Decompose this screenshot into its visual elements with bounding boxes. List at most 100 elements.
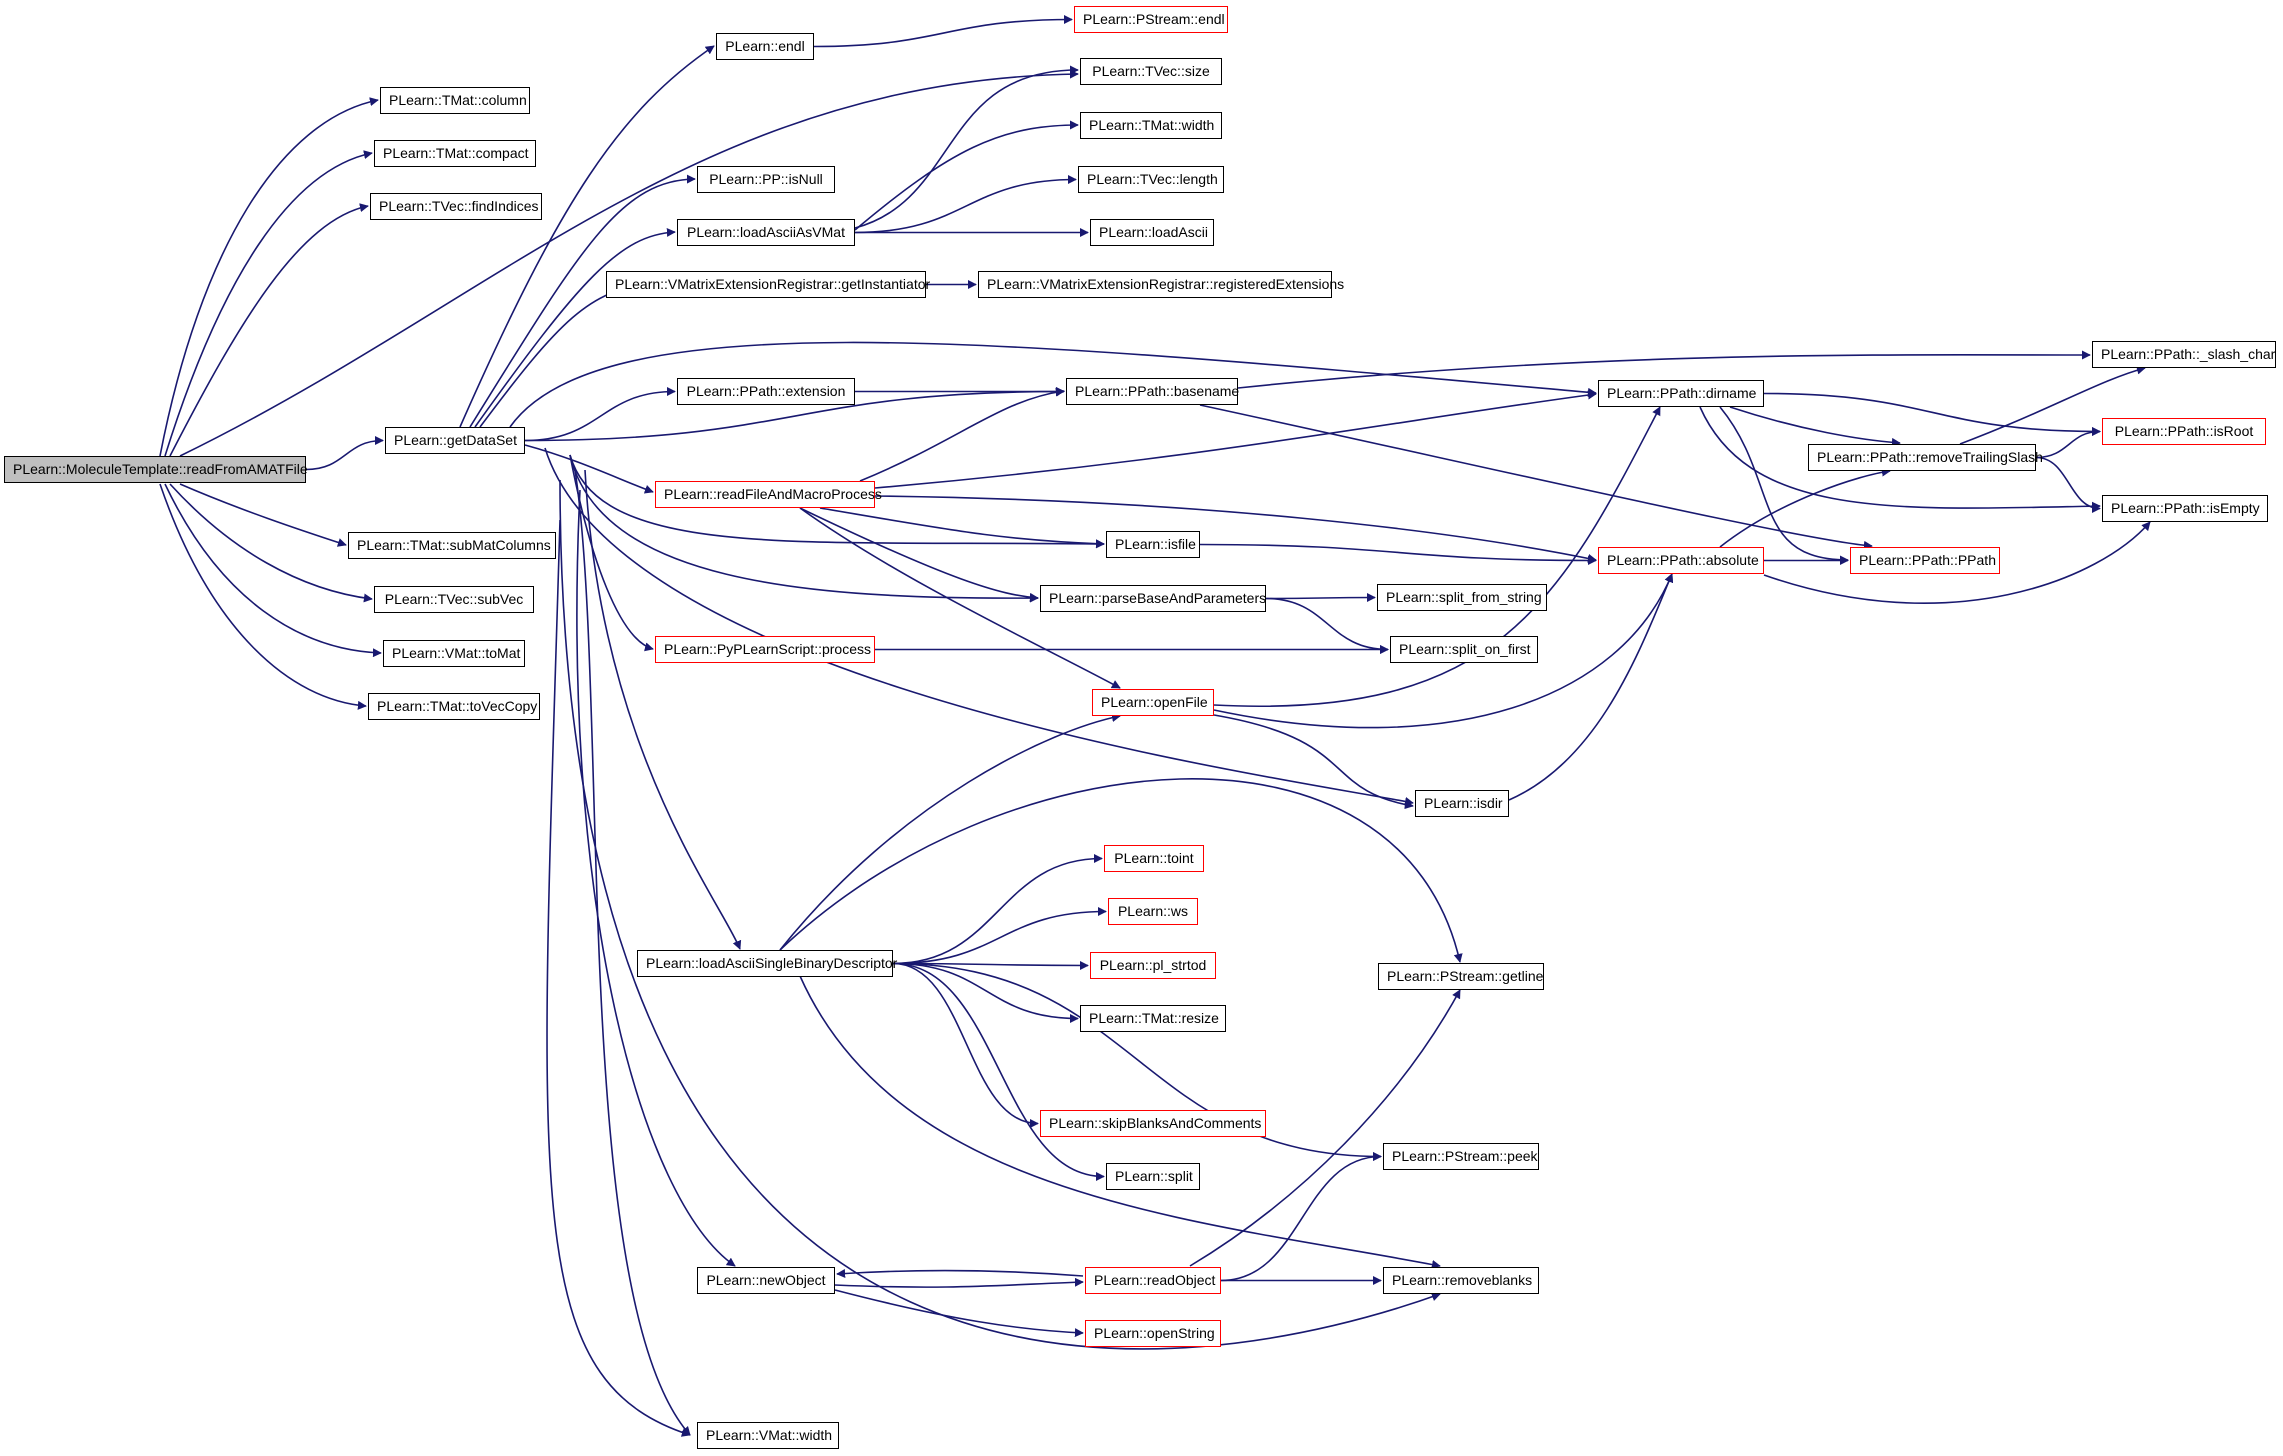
edge-readFileAndMacroProcess-to-ppath-absolute <box>874 495 1597 563</box>
edge-root-to-getDataSet <box>305 436 384 471</box>
edge-loadAsciiSingleBinaryDescriptor-to-split <box>892 962 1105 1181</box>
node-removeTrailingSlash[interactable]: PLearn::PPath::removeTrailingSlash <box>1808 444 2043 471</box>
edge-openFile-to-ppath-dirname <box>1213 406 1661 707</box>
node-slash-char[interactable]: PLearn::PPath::_slash_char <box>2092 341 2276 368</box>
edge-getDataSet-to-readFileAndMacroProcess <box>524 444 654 494</box>
node-skipBlanksAndComments[interactable]: PLearn::skipBlanksAndComments <box>1040 1110 1266 1137</box>
edge-ppath-dirname-to-ppath-PPath <box>1719 406 1849 565</box>
edge-loadAsciiSingleBinaryDescriptor-to-skipBlanksAndComments <box>892 962 1039 1128</box>
edge-loadAsciiSingleBinaryDescriptor-to-pstream-peek <box>892 962 1382 1161</box>
edge-getDataSet-to-isfile <box>569 454 1105 549</box>
edge-removeTrailingSlash-to-ppath-isRoot <box>2035 427 2101 459</box>
node-pyprocess[interactable]: PLearn::PyPLearnScript::process <box>655 636 875 663</box>
edge-ppath-dirname-to-ppath-isEmpty <box>1699 406 2101 511</box>
edge-readFileAndMacroProcess-to-ppath-dirname <box>874 390 1597 489</box>
node-ppath-extension[interactable]: PLearn::PPath::extension <box>677 378 855 405</box>
edge-newObject-to-readObject <box>834 1277 1084 1288</box>
edge-getDataSet-to-pp-isNull <box>469 174 696 428</box>
edge-ppath-basename-to-ppath-PPath <box>1199 404 1873 550</box>
node-vmat-width[interactable]: PLearn::VMat::width <box>697 1422 839 1449</box>
node-tvec-findIndices[interactable]: PLearn::TVec::findIndices <box>370 193 542 220</box>
node-openString[interactable]: PLearn::openString <box>1085 1320 1221 1347</box>
node-parseBaseAndParameters[interactable]: PLearn::parseBaseAndParameters <box>1040 585 1266 612</box>
edge-root-to-vmat-toMat <box>164 483 382 658</box>
node-registeredExtensions[interactable]: PLearn::VMatrixExtensionRegistrar::regis… <box>978 271 1344 298</box>
edge-root-to-tmat-column <box>159 97 379 457</box>
node-ppath-basename[interactable]: PLearn::PPath::basename <box>1066 378 1239 405</box>
node-ppath-absolute[interactable]: PLearn::PPath::absolute <box>1598 547 1764 574</box>
node-pp-isNull[interactable]: PLearn::PP::isNull <box>697 166 835 193</box>
node-tmat-toVecCopy[interactable]: PLearn::TMat::toVecCopy <box>368 693 540 720</box>
node-tmat-compact[interactable]: PLearn::TMat::compact <box>374 140 536 167</box>
node-pl-strtod[interactable]: PLearn::pl_strtod <box>1090 952 1216 979</box>
node-tvec-subVec[interactable]: PLearn::TVec::subVec <box>374 586 534 613</box>
edge-readFileAndMacroProcess-to-isfile <box>819 507 1105 549</box>
node-readObject[interactable]: PLearn::readObject <box>1085 1267 1221 1294</box>
edge-isdir-to-ppath-absolute <box>1508 573 1674 801</box>
node-removeblanks[interactable]: PLearn::removeblanks <box>1383 1267 1539 1294</box>
edge-getDataSet-to-removeblanks <box>559 479 1441 1350</box>
node-getDataSet[interactable]: PLearn::getDataSet <box>385 427 525 454</box>
edge-isfile-to-ppath-absolute <box>1199 543 1597 565</box>
node-pstream-getline[interactable]: PLearn::PStream::getline <box>1378 963 1544 990</box>
edge-getDataSet-to-newObject <box>576 489 736 1267</box>
node-tmat-width[interactable]: PLearn::TMat::width <box>1080 112 1222 139</box>
node-tvec-size[interactable]: PLearn::TVec::size <box>1080 58 1222 85</box>
node-loadAscii[interactable]: PLearn::loadAscii <box>1090 219 1214 246</box>
edge-readFileAndMacroProcess-to-openFile <box>799 507 1121 689</box>
node-ws[interactable]: PLearn::ws <box>1108 898 1198 925</box>
edge-removeTrailingSlash-to-ppath-isEmpty <box>2035 456 2101 513</box>
node-split-on-first[interactable]: PLearn::split_on_first <box>1390 636 1538 663</box>
edge-readFileAndMacroProcess-to-parseBaseAndParameters <box>799 507 1039 602</box>
node-split[interactable]: PLearn::split <box>1106 1163 1200 1190</box>
node-ppath-isEmpty[interactable]: PLearn::PPath::isEmpty <box>2102 495 2268 522</box>
edge-getDataSet-to-endl <box>459 45 715 428</box>
node-toint[interactable]: PLearn::toint <box>1104 845 1204 872</box>
node-endl[interactable]: PLearn::endl <box>716 33 814 60</box>
edge-readObject-to-newObject <box>836 1268 1084 1278</box>
node-loadAsciiSingleBinaryDescriptor[interactable]: PLearn::loadAsciiSingleBinaryDescriptor <box>637 950 897 977</box>
call-edges <box>159 15 2151 1437</box>
edge-loadAsciiAsVMat-to-tmat-width <box>854 120 1079 231</box>
edge-loadAsciiSingleBinaryDescriptor-to-openFile <box>779 713 1121 951</box>
node-getInstantiator[interactable]: PLearn::VMatrixExtensionRegistrar::getIn… <box>606 271 930 298</box>
edge-loadAsciiSingleBinaryDescriptor-to-toint <box>892 854 1103 965</box>
node-isdir[interactable]: PLearn::isdir <box>1415 790 1509 817</box>
node-split-from-string[interactable]: PLearn::split_from_string <box>1377 584 1547 611</box>
edge-loadAsciiSingleBinaryDescriptor-to-removeblanks <box>799 975 1441 1269</box>
node-pstream-endl[interactable]: PLearn::PStream::endl <box>1074 6 1228 33</box>
node-root[interactable]: PLearn::MoleculeTemplate::readFromAMATFi… <box>4 456 308 483</box>
node-tvec-length[interactable]: PLearn::TVec::length <box>1078 166 1224 193</box>
node-ppath-PPath[interactable]: PLearn::PPath::PPath <box>1850 547 2000 574</box>
node-ppath-isRoot[interactable]: PLearn::PPath::isRoot <box>2102 418 2266 445</box>
edge-getDataSet-to-isdir <box>544 447 1414 806</box>
edge-openFile-to-ppath-absolute <box>1213 573 1674 729</box>
edge-root-to-tmat-compact <box>164 150 373 457</box>
edge-ppath-absolute-to-removeTrailingSlash <box>1719 467 1891 548</box>
edge-newObject-to-openString <box>834 1289 1084 1338</box>
node-vmat-toMat[interactable]: PLearn::VMat::toMat <box>383 640 525 667</box>
node-newObject[interactable]: PLearn::newObject <box>697 1267 835 1294</box>
node-openFile[interactable]: PLearn::openFile <box>1092 689 1214 716</box>
node-loadAsciiAsVMat[interactable]: PLearn::loadAsciiAsVMat <box>677 219 855 246</box>
edge-parseBaseAndParameters-to-split-from-string <box>1265 593 1376 603</box>
node-isfile[interactable]: PLearn::isfile <box>1106 531 1200 558</box>
node-ppath-dirname[interactable]: PLearn::PPath::dirname <box>1598 380 1764 407</box>
edge-loadAsciiAsVMat-to-tvec-size <box>854 65 1079 229</box>
edge-loadAsciiAsVMat-to-tvec-length <box>854 175 1077 234</box>
edge-root-to-tvec-findIndices <box>169 203 369 457</box>
edge-root-to-vmat-width <box>546 519 691 1437</box>
node-tmat-column[interactable]: PLearn::TMat::column <box>380 87 530 114</box>
edge-readFileAndMacroProcess-to-ppath-basename <box>859 387 1065 482</box>
edge-ppath-basename-to-slash-char <box>1237 350 2091 389</box>
node-pstream-peek[interactable]: PLearn::PStream::peek <box>1383 1143 1539 1170</box>
edge-root-to-tvec-size <box>179 69 1079 457</box>
edge-readObject-to-pstream-peek <box>1220 1152 1382 1282</box>
edge-loadAsciiSingleBinaryDescriptor-to-pstream-getline <box>779 778 1463 963</box>
edge-getDataSet-to-ppath-extension <box>524 387 676 442</box>
node-tmat-subMatColumns[interactable]: PLearn::TMat::subMatColumns <box>348 532 556 559</box>
node-readFileAndMacroProcess[interactable]: PLearn::readFileAndMacroProcess <box>655 481 882 508</box>
node-tmat-resize[interactable]: PLearn::TMat::resize <box>1080 1005 1226 1032</box>
edge-ppath-absolute-to-ppath-isEmpty <box>1763 521 2151 604</box>
